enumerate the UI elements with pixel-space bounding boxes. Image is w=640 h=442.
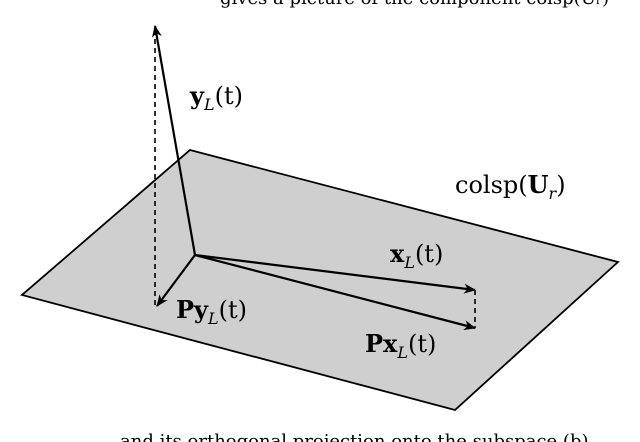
py-vector-arrow <box>156 254 196 307</box>
y-label-arg: (t) <box>215 82 243 110</box>
px-vector-label: PxL(t) <box>365 329 436 362</box>
py-label-sub: L <box>207 309 219 328</box>
y-label-sub: L <box>203 95 215 114</box>
top-caption-fragment: gives a picture of the component colsp(U… <box>220 0 609 9</box>
x-vector-arrow <box>194 253 476 294</box>
x-vector-label: xL(t) <box>390 239 443 272</box>
x-label-main: x <box>390 239 405 268</box>
y-vector-arrow <box>151 25 197 256</box>
px-vector-arrow <box>194 253 476 331</box>
colsp-label-post: ) <box>556 171 565 199</box>
subspace-plane <box>20 149 620 411</box>
px-label-main: Px <box>365 329 398 358</box>
py-label-arg: (t) <box>219 296 247 324</box>
colsp-label: colsp(Ur) <box>455 170 566 203</box>
px-label-sub: L <box>396 343 408 362</box>
colsp-label-main: U <box>528 170 549 199</box>
px-label-arg: (t) <box>408 330 436 358</box>
x-label-arg: (t) <box>415 240 443 268</box>
colsp-label-pre: colsp( <box>455 171 528 199</box>
y-label-main: y <box>189 81 205 110</box>
bottom-caption-fragment: and its orthogonal projection onto the s… <box>120 431 589 442</box>
x-label-sub: L <box>403 253 415 272</box>
y-vector-label: yL(t) <box>189 81 243 114</box>
colsp-label-sub: r <box>549 184 558 203</box>
py-vector-label: PyL(t) <box>176 295 247 328</box>
py-label-main: Py <box>176 295 209 324</box>
